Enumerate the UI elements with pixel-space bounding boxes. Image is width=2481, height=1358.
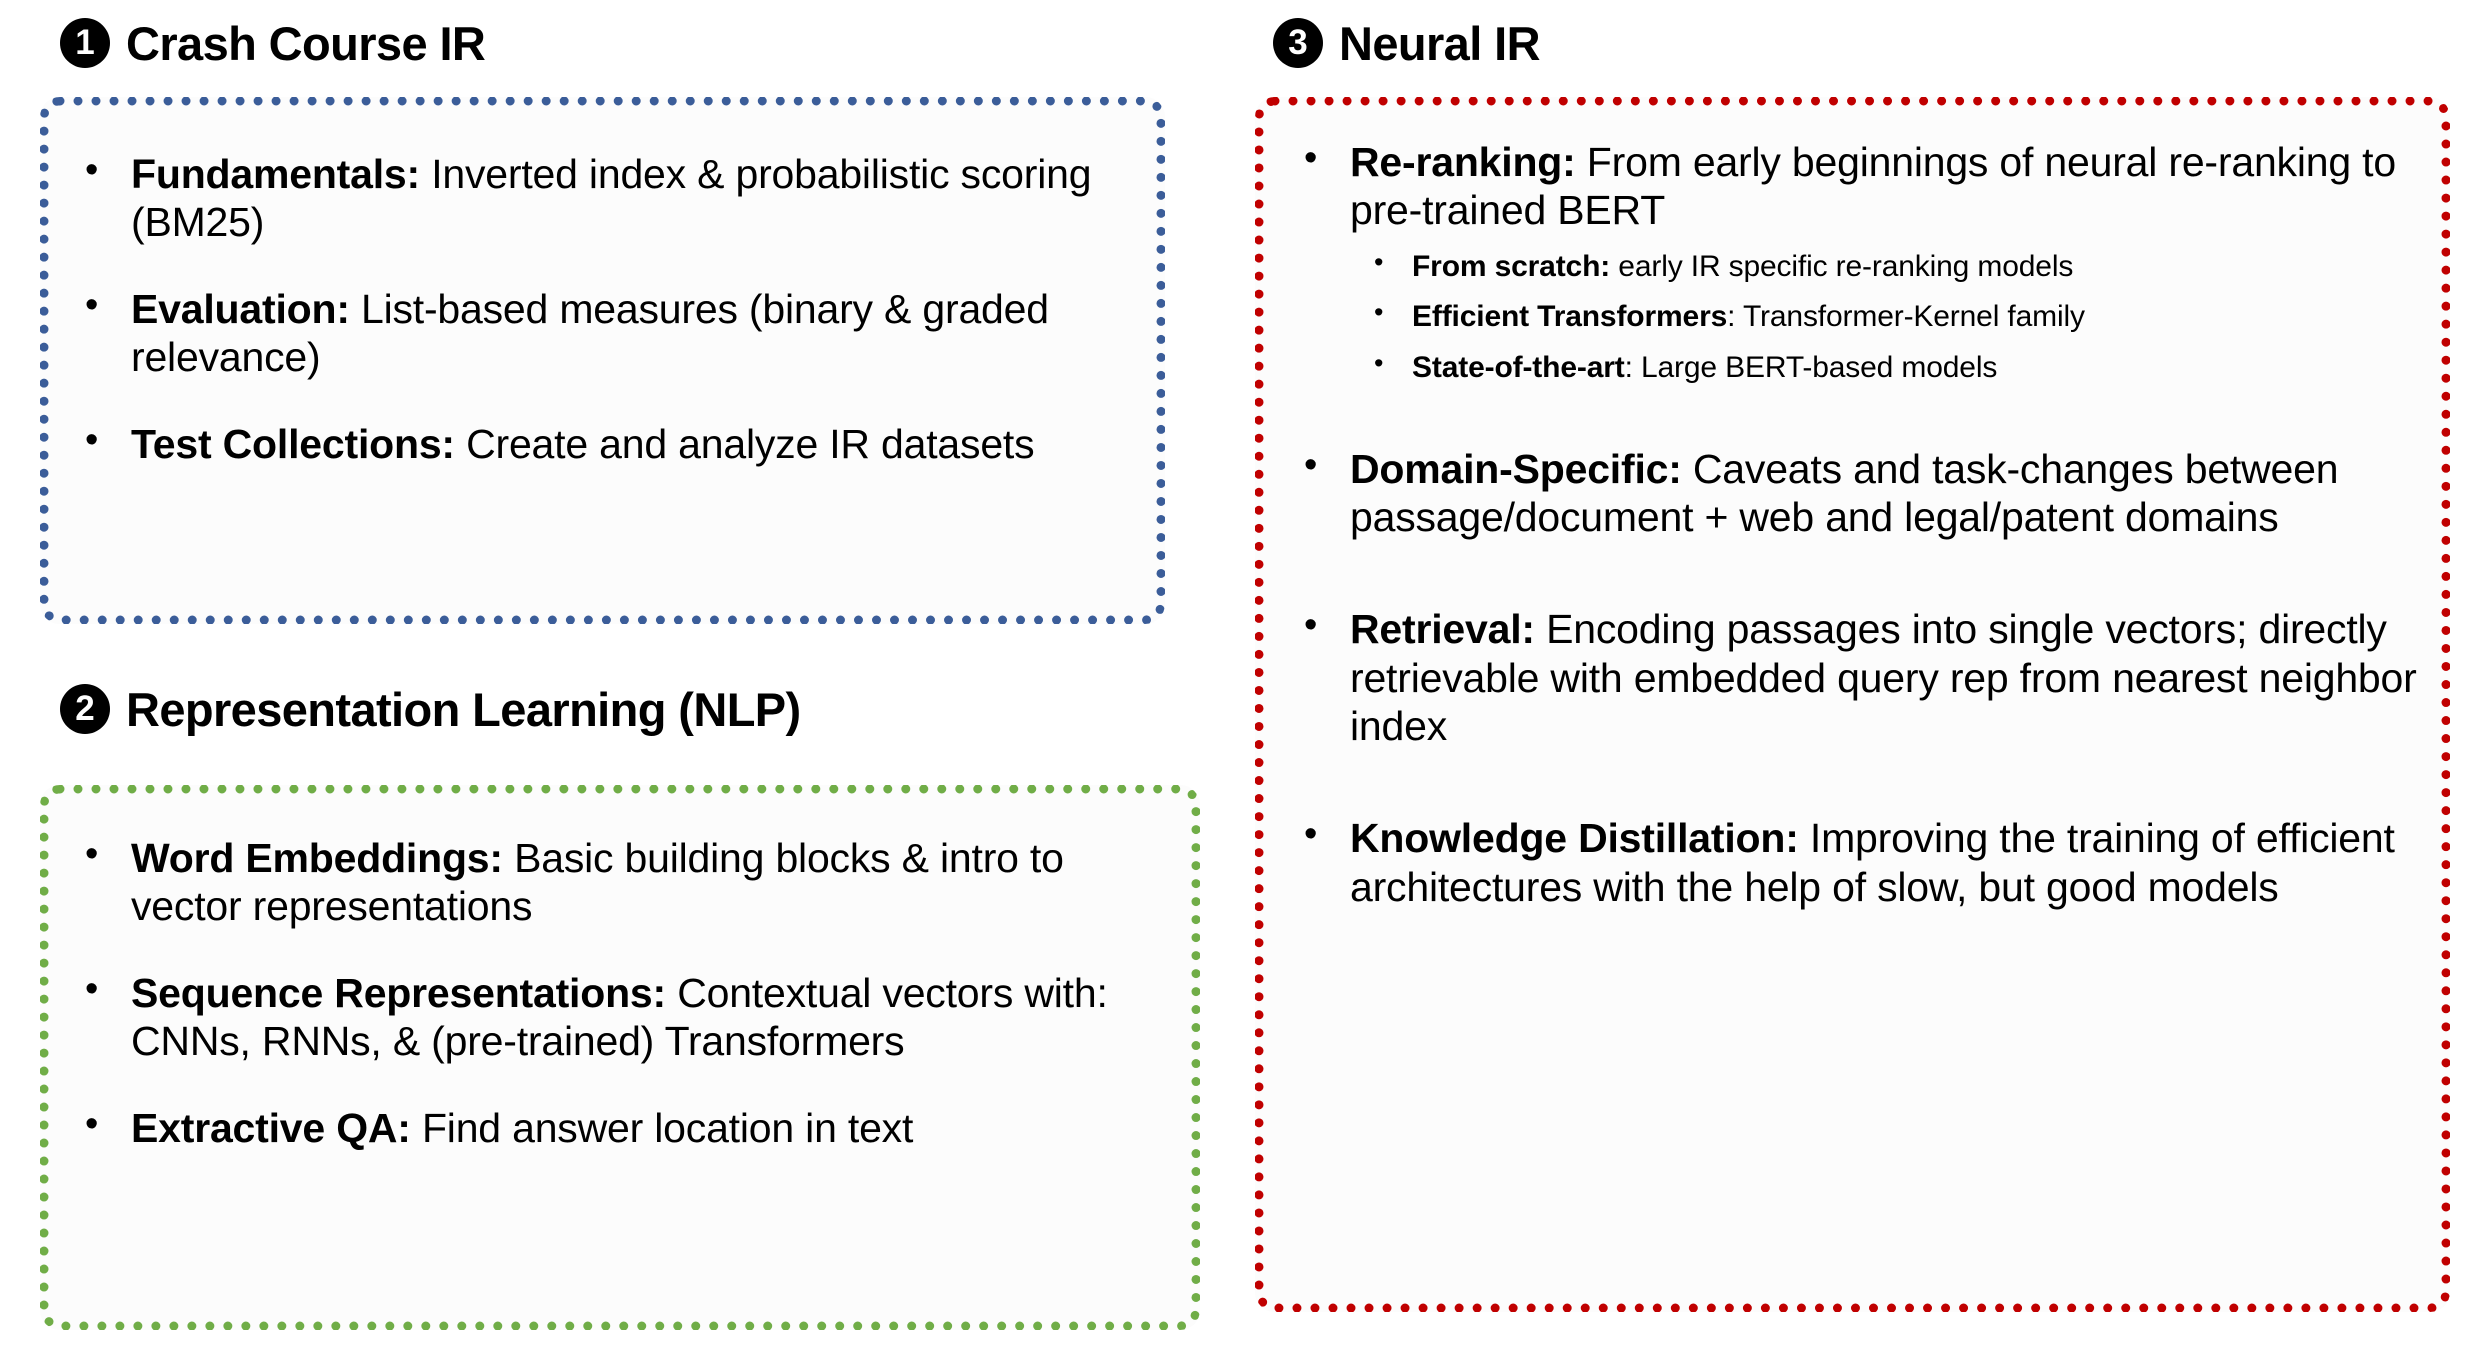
section-title-2: Representation Learning (NLP) [126,682,801,736]
bullet-list-section-3: Re-ranking: From early beginnings of neu… [1290,136,2419,911]
bullet-text: Find answer location in text [410,1104,914,1151]
list-item: Fundamentals: Inverted index & probabili… [71,148,1126,247]
list-item: Word Embeddings: Basic building blocks &… [71,832,1167,931]
section-heading-1: 1 Crash Course IR [60,16,486,70]
bullet-term: Test Collections: [131,420,455,467]
section-number-badge-2: 2 [60,684,110,734]
sub-bullet-term: From scratch: [1412,249,1611,283]
sub-bullet-text: : Transformer-Kernel family [1727,300,2085,334]
sub-bullet-list: From scratch: early IR specific re-ranki… [1350,246,2419,387]
bullet-term: Fundamentals: [131,151,420,197]
list-item: Test Collections: Create and analyze IR … [71,417,1126,468]
crash-course-ir-box: Fundamentals: Inverted index & probabili… [40,97,1165,624]
sub-bullet-term: Efficient Transformers [1412,300,1728,334]
sub-list-item: Efficient Transformers: Transformer-Kern… [1350,296,2419,336]
list-item: Retrieval: Encoding passages into single… [1290,603,2419,750]
list-item: Knowledge Distillation: Improving the tr… [1290,812,2419,911]
sub-list-item: State-of-the-art: Large BERT-based model… [1350,347,2419,387]
bullet-list-section-2: Word Embeddings: Basic building blocks &… [71,832,1167,1152]
bullet-text: From early beginnings of neural re-ranki… [1350,139,2396,234]
right-column: 3 Neural IR Re-ranking: From early begin… [1255,0,2450,1358]
bullet-text: Encoding passages into single vectors; d… [1350,606,2417,750]
bullet-term: Extractive QA: [131,1104,411,1151]
section-title-3: Neural IR [1339,16,1541,70]
bullet-term: Knowledge Distillation: [1350,815,1799,862]
bullet-text: List-based measures (binary & graded rel… [131,285,1049,381]
bullet-text: Improving the training of efficient arch… [1350,815,2395,910]
bullet-text: Create and analyze IR datasets [454,420,1035,467]
list-item: Sequence Representations: Contextual vec… [71,967,1167,1066]
sub-bullet-text: early IR specific re-ranking models [1610,249,2074,283]
bullet-text: Caveats and task-changes between passage… [1350,445,2339,540]
bullet-text: Inverted index & probabilistic scoring (… [131,151,1092,246]
bullet-term: Word Embeddings: [131,835,503,881]
sub-list-item: From scratch: early IR specific re-ranki… [1350,246,2419,286]
neural-ir-box: Re-ranking: From early beginnings of neu… [1255,97,2450,1312]
sub-bullet-text: : Large BERT-based models [1624,350,1998,384]
bullet-text: Basic building blocks & intro to vector … [131,835,1064,930]
bullet-term: Evaluation: [131,285,350,332]
section-heading-2: 2 Representation Learning (NLP) [60,684,801,734]
bullet-term: Re-ranking: [1350,139,1576,185]
representation-learning-box: Word Embeddings: Basic building blocks &… [40,785,1200,1330]
list-item: Re-ranking: From early beginnings of neu… [1290,136,2419,387]
section-number-badge-1: 1 [60,18,110,68]
section-heading-3: 3 Neural IR [1273,16,1541,70]
bullet-term: Sequence Representations: [131,969,666,1016]
bullet-list-section-1: Fundamentals: Inverted index & probabili… [71,148,1126,468]
section-number-badge-3: 3 [1273,18,1323,68]
bullet-term: Domain-Specific: [1350,445,1682,492]
bullet-term: Retrieval: [1350,606,1535,653]
section-title-1: Crash Course IR [126,16,486,70]
bullet-text: Contextual vectors with: CNNs, RNNs, & (… [131,969,1108,1065]
left-column: 1 Crash Course IR Fundamentals: Inverted… [40,0,1200,1358]
list-item: Extractive QA: Find answer location in t… [71,1101,1167,1152]
list-item: Domain-Specific: Caveats and task-change… [1290,443,2419,542]
sub-bullet-term: State-of-the-art [1412,350,1625,384]
list-item: Evaluation: List-based measures (binary … [71,283,1126,382]
